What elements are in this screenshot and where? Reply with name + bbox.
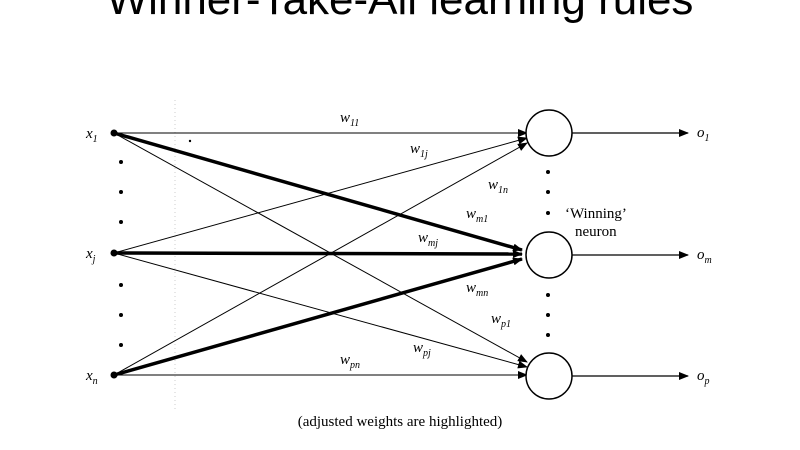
neuron-m-winning — [525, 231, 573, 279]
highlighted-connections — [113, 131, 523, 377]
input-ellipsis-dots — [119, 160, 123, 347]
output-label-p: op — [697, 368, 710, 387]
thin-connections — [113, 129, 528, 379]
output-label-m: om — [697, 247, 712, 266]
connection-xj-o1 — [113, 136, 528, 254]
connection-x1-om — [113, 131, 523, 252]
output-label-1: o1 — [697, 125, 710, 144]
connection-xj-om — [113, 249, 523, 258]
connection-x1-op — [113, 132, 528, 363]
connection-xn-o1 — [113, 142, 528, 376]
weight-label-11: w11 — [340, 110, 359, 129]
input-label-1: x1 — [85, 126, 98, 145]
weight-label-pj: wpj — [413, 340, 431, 359]
slide-title: Winner-Take-All learning rules — [0, 0, 800, 22]
stray-dot — [188, 139, 192, 143]
diagram-caption: (adjusted weights are highlighted) — [298, 414, 503, 430]
output-neurons — [525, 109, 573, 400]
weight-label-m1: wm1 — [466, 206, 488, 225]
connection-xj-op — [113, 252, 528, 369]
weight-label-1j: w1j — [410, 141, 428, 160]
weight-label-pn: wpn — [340, 352, 360, 371]
input-label-n: xn — [85, 368, 98, 387]
weight-label-mn: wmn — [466, 280, 488, 299]
weight-label-p1: wp1 — [491, 311, 511, 330]
weight-label-1n: w1n — [488, 177, 508, 196]
input-node-j — [110, 249, 118, 257]
connection-xn-om — [113, 257, 523, 377]
neuron-p — [525, 352, 573, 400]
winning-neuron-label-line1: ‘Winning’ — [565, 206, 627, 222]
neuron-ellipsis-dots — [546, 170, 550, 337]
output-arrows — [572, 129, 689, 380]
input-nodes — [110, 129, 118, 379]
input-node-n — [110, 371, 118, 379]
neuron-1 — [525, 109, 573, 157]
winning-neuron-label-line2: neuron — [575, 224, 617, 240]
input-label-j: xj — [85, 246, 96, 265]
input-node-1 — [110, 129, 118, 137]
weight-label-mj: wmj — [418, 230, 438, 249]
